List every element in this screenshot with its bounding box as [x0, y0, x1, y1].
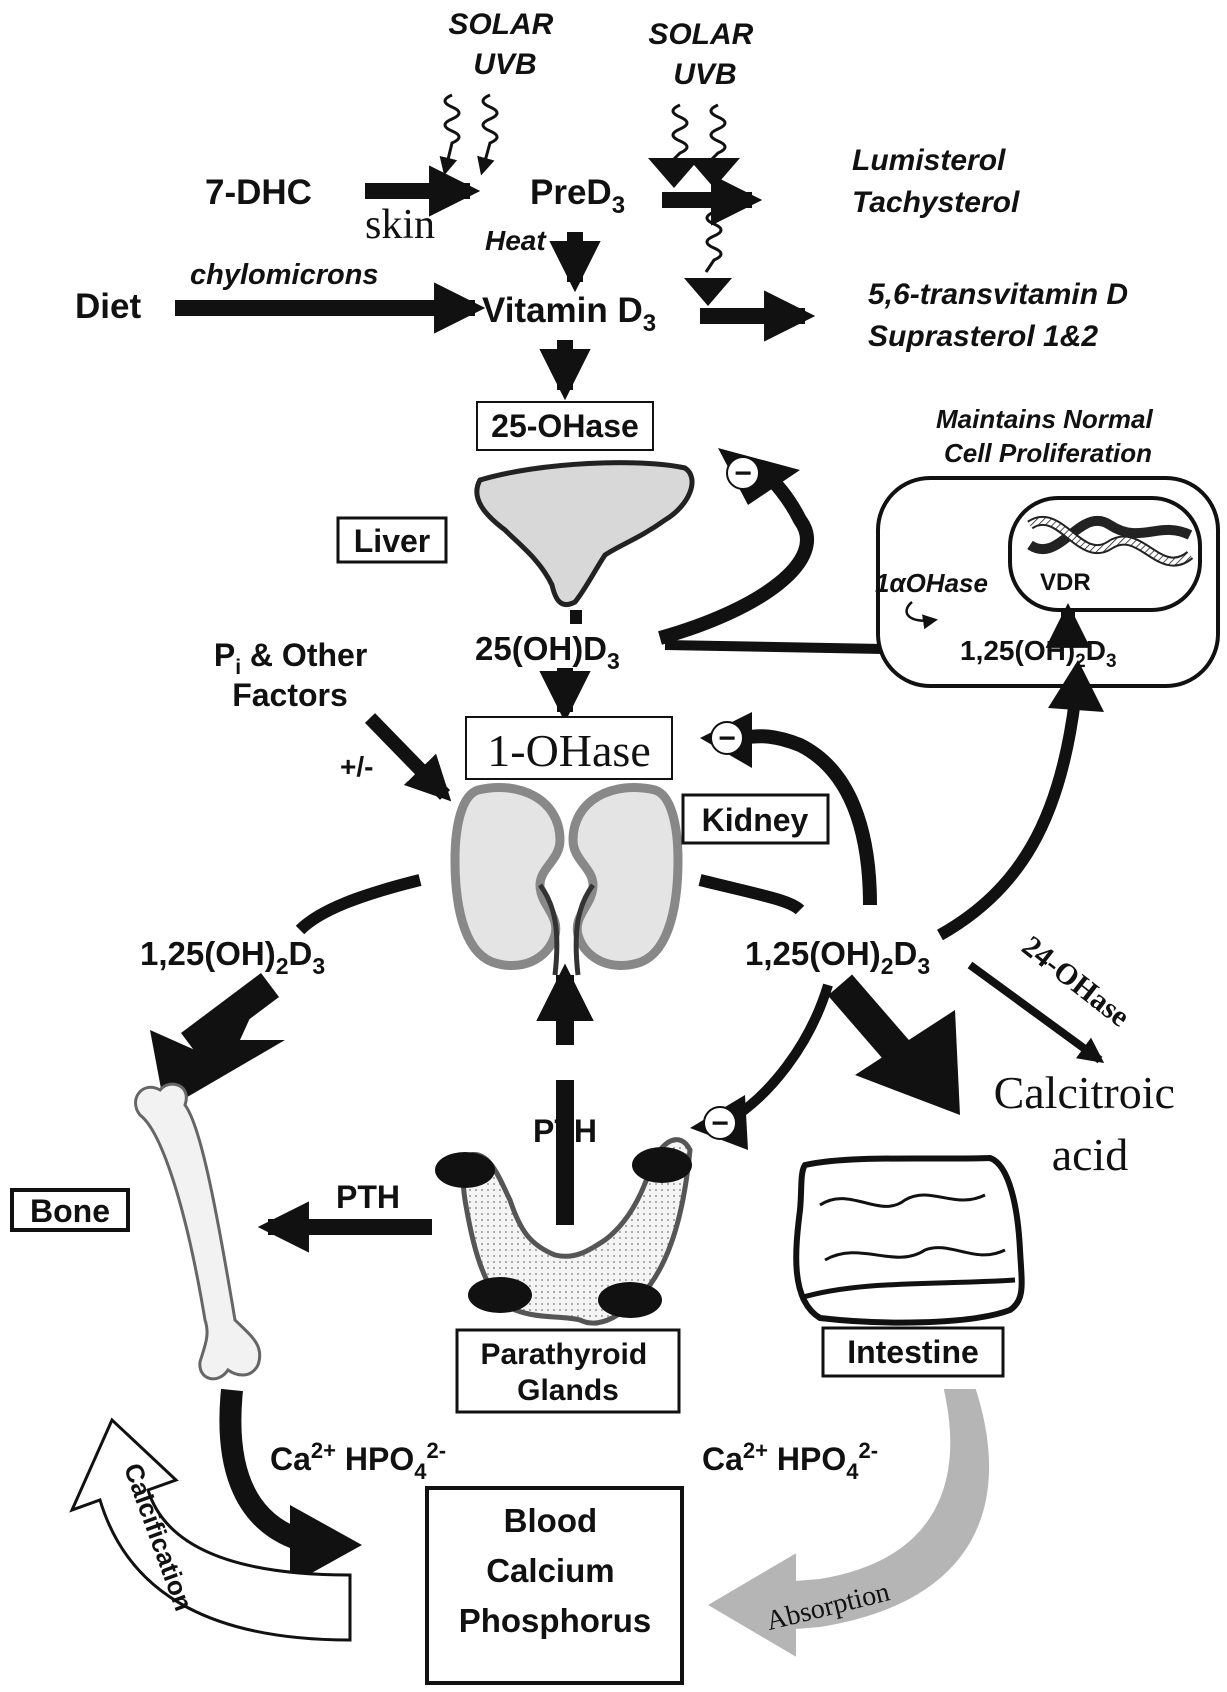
parathyroid-label: Parathyroid Glands: [480, 1338, 655, 1407]
arrow-to-intestine-shaft: [827, 974, 918, 1071]
blood-calcium-phosphorus-box: [425, 1486, 684, 1685]
calcitroic-acid-label: Calcitroic acid: [994, 1067, 1187, 1180]
left-product-label: 1,25(OH)2D3: [140, 935, 325, 979]
one-alpha-ohase-curl-icon: [905, 601, 938, 630]
minus-icon: [726, 456, 760, 490]
liver-connector: [570, 610, 582, 624]
solar-uvb-label-2: SOLAR UVB: [648, 18, 761, 91]
ions-left-label: Ca2+ HPO42-: [270, 1438, 446, 1484]
intestine-box: [821, 1326, 1005, 1378]
enzyme-1-ohase-label: 1-OHase: [487, 725, 651, 776]
calcification-arrow: [69, 1417, 352, 1642]
chylomicrons-label: chylomicrons: [190, 259, 379, 291]
minus-sign: −: [734, 457, 752, 490]
plus-minus-label: +/-: [340, 751, 373, 782]
pred3-label: PreD3: [530, 173, 625, 219]
enzyme-1-ohase-box: [465, 716, 673, 780]
intestine-icon: [793, 1154, 1025, 1326]
kidney-icon: [450, 782, 683, 976]
liver-icon: [474, 460, 695, 608]
absorption-arrow: [708, 1389, 990, 1657]
liver-label: Liver: [354, 523, 430, 559]
enzyme-24-ohase-label: 24-OHase: [1016, 930, 1136, 1034]
arrow-to-cell-head: [1048, 660, 1104, 712]
uvb-arrowhead: [684, 278, 732, 306]
arrow-to-bone: [150, 985, 285, 1110]
liver-box: [336, 516, 448, 564]
solar-uvb-label-1: SOLAR UVB: [448, 8, 561, 81]
arrow-to-cell-curve: [937, 699, 1081, 941]
uvb-rays-icon-2: [671, 103, 727, 273]
skin-label: skin: [365, 202, 435, 248]
uvb-arrowhead: [688, 158, 740, 188]
pth-horizontal-label: PTH: [336, 1179, 400, 1215]
parathyroid-box: [455, 1328, 681, 1414]
pth-vertical-label: PTH: [533, 1113, 597, 1149]
lumisterol-tachysterol-label: Lumisterol Tachysterol: [852, 144, 1020, 219]
minus-sign-2: −: [718, 722, 736, 755]
kidney-label: Kidney: [702, 802, 809, 838]
vdr-label: VDR: [1040, 569, 1091, 596]
curve-kidney-left: [295, 874, 422, 935]
arrow-bone-to-blood-curve: [219, 1388, 304, 1551]
arrow-to-intestine: [855, 1010, 960, 1115]
blood-calcium-phosphorus-label: Blood Calcium Phosphorus: [459, 1502, 652, 1639]
seven-dhc-label: 7-DHC: [205, 173, 312, 212]
feedback-arrow-to-25-ohase: [658, 462, 814, 645]
pi-other-factors-label: Pi & Other Factors: [214, 637, 376, 713]
cell-caption: Maintains Normal Cell Proliferation: [936, 404, 1160, 468]
parathyroid-glands-icon: [435, 1137, 693, 1326]
arrow-to-bone-shaft: [181, 973, 279, 1057]
cell-nucleus: [1008, 496, 1202, 612]
arrow-pi-to-kidney: [364, 713, 452, 802]
intestine-label: Intestine: [847, 1334, 979, 1370]
heat-label: Heat: [485, 225, 547, 256]
arrow-24-ohase: [967, 961, 1105, 1064]
uvb-arrowhead: [648, 158, 700, 188]
pth-shaft-mid: [556, 1152, 574, 1222]
enzyme-25-ohase-label: 25-OHase: [491, 408, 639, 444]
cell-product-label: 1,25(OH)2D3: [960, 635, 1117, 672]
25-oh-d3-label: 25(OH)D3: [475, 630, 620, 674]
minus-sign-3: −: [711, 1107, 729, 1140]
enzyme-25-ohase-box: [476, 401, 654, 451]
curve-kidney-right: [698, 874, 805, 915]
kidney-box: [681, 793, 830, 845]
bone-icon: [134, 1082, 262, 1381]
bone-label: Bone: [30, 1193, 110, 1229]
dna-helix-icon: [1027, 515, 1194, 567]
minus-icon-3: [703, 1106, 737, 1140]
feedback-arrow-to-1-ohase: [740, 729, 877, 906]
minus-icon-2: [710, 721, 744, 755]
ions-right-label: Ca2+ HPO42-: [702, 1438, 878, 1484]
transvitamin-suprasterol-label: 5,6-transvitamin D Suprasterol 1&2: [868, 278, 1136, 353]
diet-label: Diet: [75, 287, 141, 326]
vitamin-d3-label: Vitamin D3: [482, 291, 656, 337]
arrow-bone-to-blood-head: [290, 1505, 362, 1585]
bone-box: [10, 1188, 130, 1232]
uvb-rays-icon: [439, 93, 499, 176]
right-product-label: 1,25(OH)2D3: [745, 935, 930, 979]
one-alpha-ohase-label: 1αOHase: [875, 568, 988, 598]
